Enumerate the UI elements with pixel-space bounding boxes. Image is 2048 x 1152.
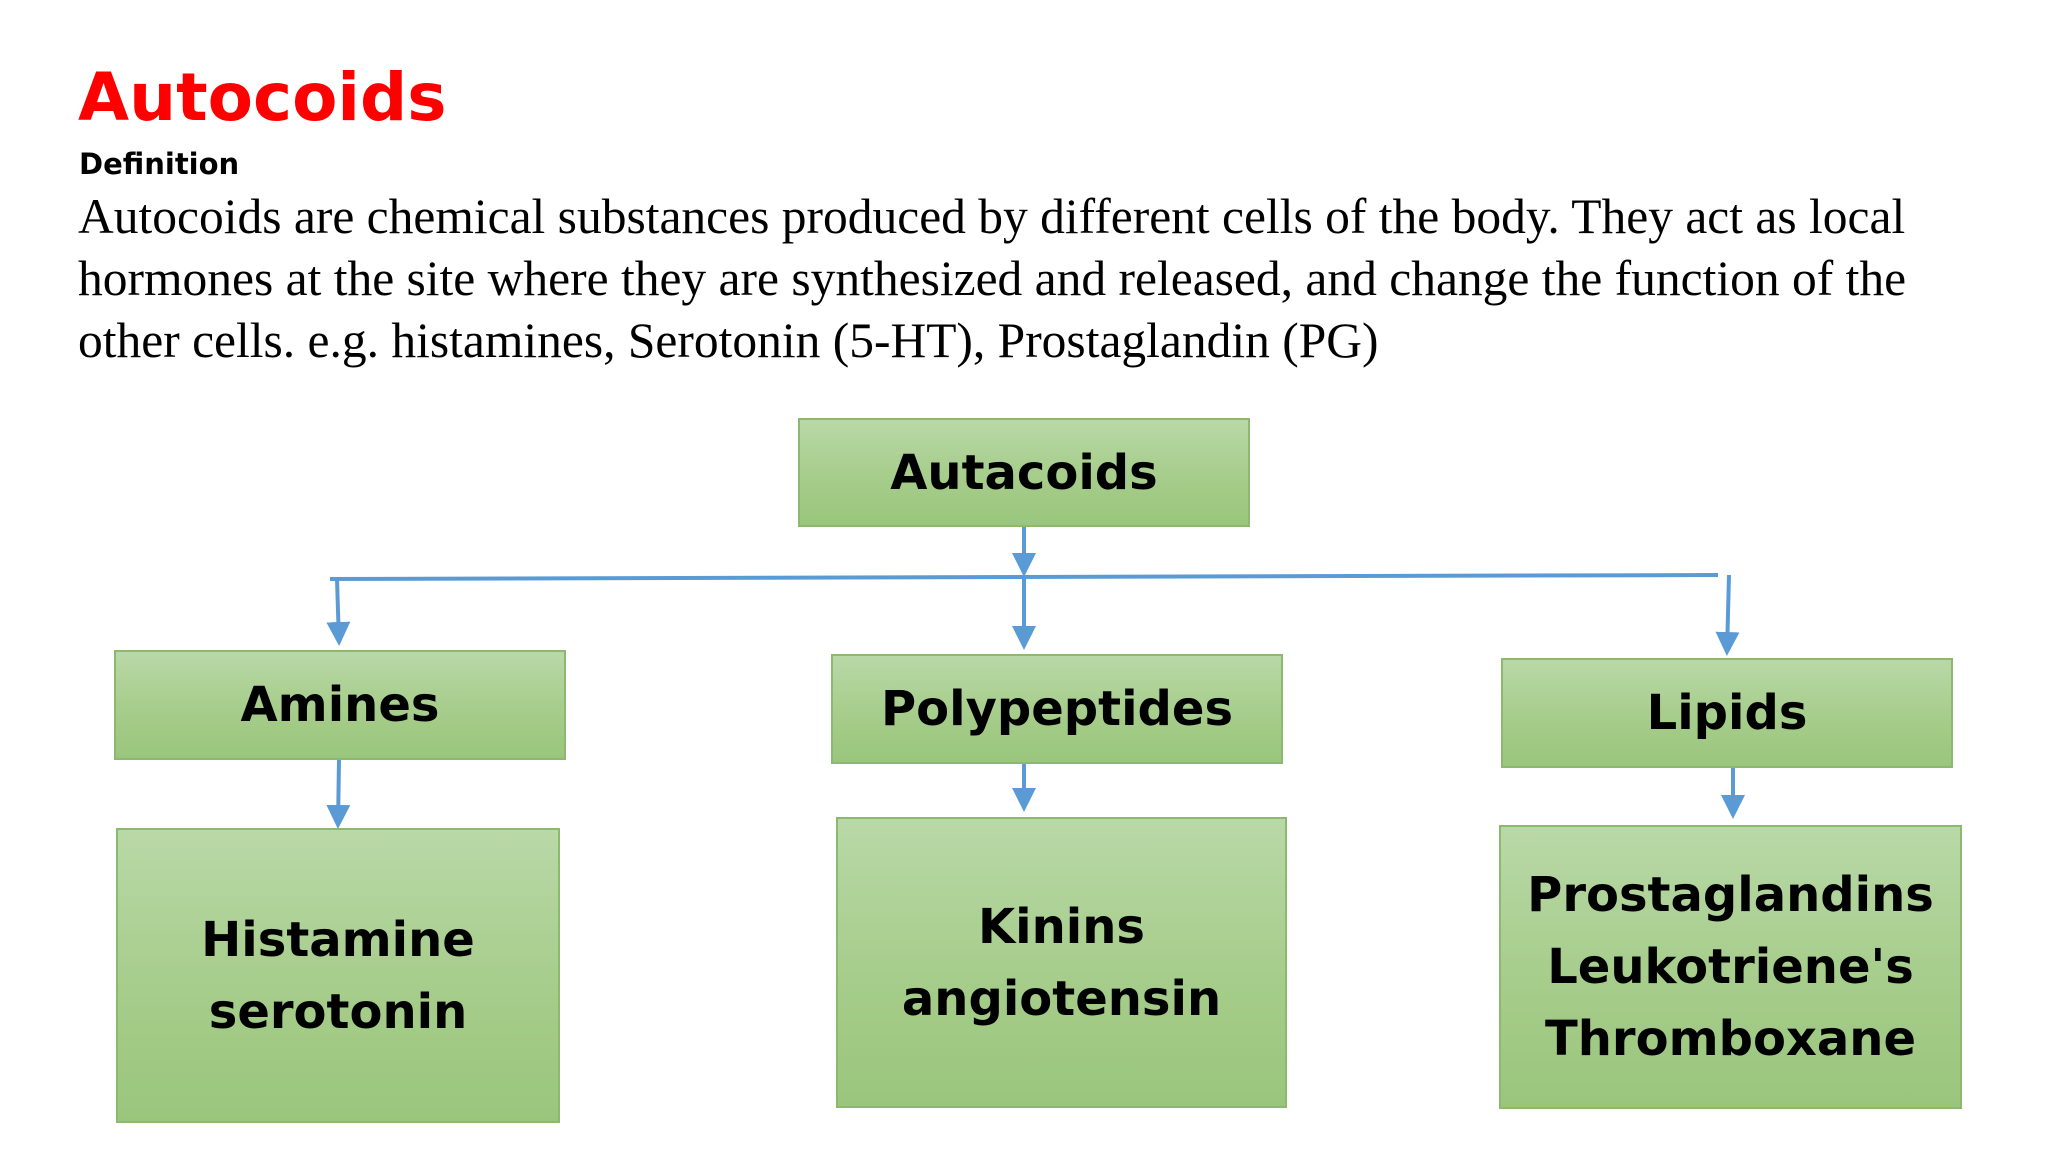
root-box: Autacoids — [798, 418, 1250, 527]
category-label: Lipids — [1646, 685, 1808, 741]
slide-title: Autocoids — [78, 59, 447, 136]
item-label: Leukotriene's — [1547, 939, 1914, 995]
items-box-polypeptides: Kinins angiotensin — [836, 817, 1287, 1108]
item-label: serotonin — [208, 983, 468, 1040]
category-label: Polypeptides — [880, 681, 1234, 737]
category-label: Amines — [240, 677, 440, 733]
item-label: Thromboxane — [1545, 1011, 1916, 1067]
connector-bus-to-lipids — [1715, 574, 1740, 656]
item-label: Histamine — [201, 911, 475, 968]
category-box-polypeptides: Polypeptides — [831, 654, 1283, 764]
items-box-lipids: Prostaglandins Leukotriene's Thromboxane — [1499, 825, 1962, 1109]
connector-bus-to-amines — [326, 578, 351, 646]
category-box-lipids: Lipids — [1501, 658, 1953, 768]
item-label: Kinins — [977, 898, 1145, 955]
item-label: angiotensin — [901, 970, 1222, 1027]
items-box-amines: Histamine serotonin — [116, 828, 560, 1123]
item-label: Prostaglandins — [1527, 867, 1934, 923]
category-box-amines: Amines — [114, 650, 566, 760]
definition-text: Autocoids are chemical substances produc… — [78, 189, 1907, 368]
connector-amines-to-items — [326, 759, 351, 829]
root-label: Autacoids — [890, 444, 1158, 501]
definition-heading: Definition — [79, 147, 240, 181]
